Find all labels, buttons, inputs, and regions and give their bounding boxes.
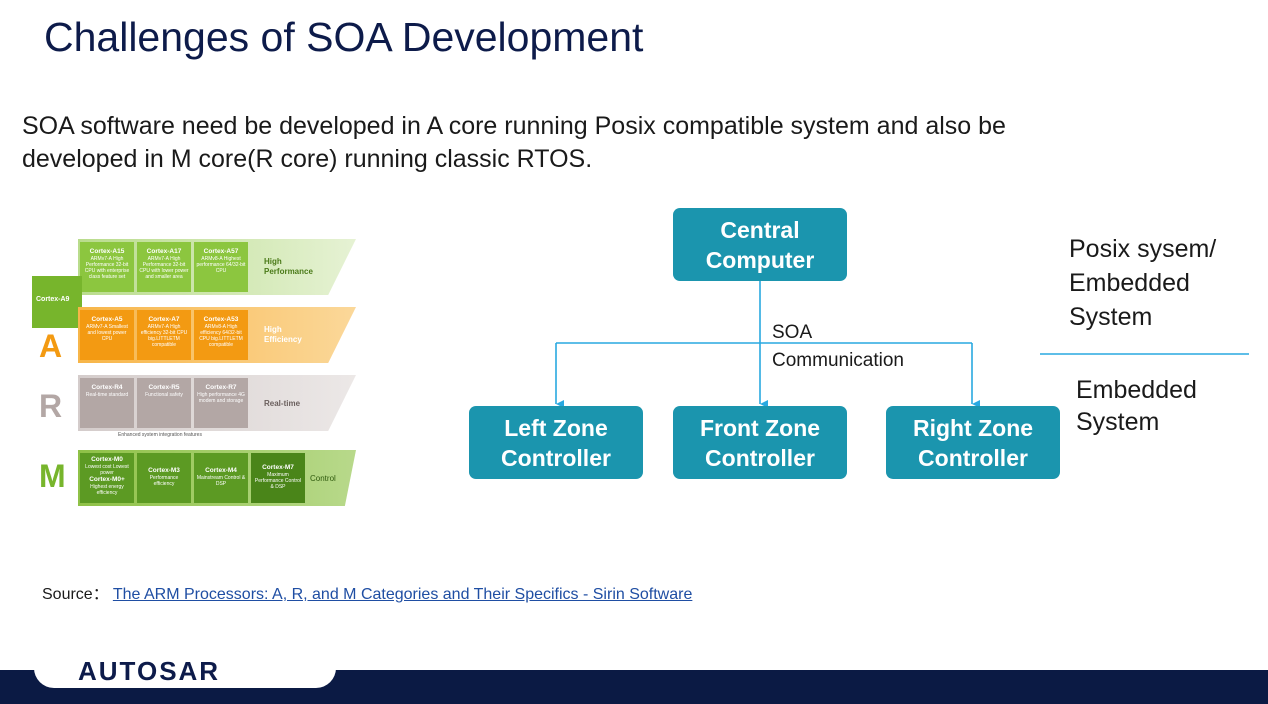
band-label-control: Control [310,474,336,483]
cell-cortex-a5: Cortex-A5 ARMv7-A Smallest and lowest po… [80,310,134,360]
cortex-a9-box: Cortex-A9 [32,276,82,328]
enhanced-integration-note: Enhanced system integration features [118,432,202,438]
posix-embedded-label: Posix sysem/ Embedded System [1069,235,1217,331]
intro-line-1: SOA software need be developed in A core… [22,112,1006,140]
embedded-system-label: Embedded System [1076,376,1197,436]
logo-panel [34,650,336,688]
cell-cortex-m0: Cortex-M0 Lowest cost Lowest power Corte… [80,453,134,503]
arm-processor-figure: Cortex-A15 ARMv7-A High Performance 32-b… [28,236,363,510]
cell-cortex-a15: Cortex-A15 ARMv7-A High Performance 32-b… [80,242,134,292]
source-link[interactable]: The ARM Processors: A, R, and M Categori… [112,586,693,603]
letter-a: A [39,328,63,364]
band-label-high-efficiency: High Efficiency [264,325,302,344]
cell-cortex-m7: Cortex-M7 Maximum Performance Control & … [251,453,305,503]
band-label-realtime: Real-time [264,399,301,408]
right-zone-controller-box: Right Zone Controller [886,406,1060,479]
letter-r: R [39,388,63,424]
band-realtime: Cortex-R4 Real-time standard Cortex-R5 F… [78,375,356,431]
cell-cortex-m4: Cortex-M4 Mainstream Control & DSP [194,453,248,503]
source-citation: Source： The ARM Processors: A, R, and M … [42,580,692,604]
front-zone-controller-box: Front Zone Controller [673,406,847,479]
band-high-efficiency: Cortex-A5 ARMv7-A Smallest and lowest po… [78,307,356,363]
source-prefix: Source： [42,586,109,603]
band-label-high-performance: High Performance [264,257,313,276]
slide-title: Challenges of SOA Development [44,14,644,60]
autosar-logo: AUTOSAR [78,656,221,686]
letter-m: M [39,458,66,494]
cell-cortex-r5: Cortex-R5 Functional safety [137,378,191,428]
soa-communication-label: SOA Communication [772,322,904,371]
cell-cortex-m3: Cortex-M3 Performance efficiency [137,453,191,503]
cell-cortex-a53: Cortex-A53 ARMv8-A High efficiency 64/32… [194,310,248,360]
cell-cortex-r4: Cortex-R4 Real-time standard [80,378,134,428]
band-control: Cortex-M0 Lowest cost Lowest power Corte… [78,450,356,506]
left-zone-controller-box: Left Zone Controller [469,406,643,479]
band-high-performance: Cortex-A15 ARMv7-A High Performance 32-b… [78,239,356,295]
intro-text: SOA software need be developed in A core… [22,110,1006,176]
cell-cortex-a17: Cortex-A17 ARMv7-A High Performance 32-b… [137,242,191,292]
central-computer-box: Central Computer [673,208,847,281]
intro-line-2: developed in M core(R core) running clas… [22,145,593,173]
cell-cortex-a7: Cortex-A7 ARMv7-A High efficiency 32-bit… [137,310,191,360]
cell-cortex-r7: Cortex-R7 High performance 4G modem and … [194,378,248,428]
cell-cortex-a57: Cortex-A57 ARMv8-A Highest performance 6… [194,242,248,292]
